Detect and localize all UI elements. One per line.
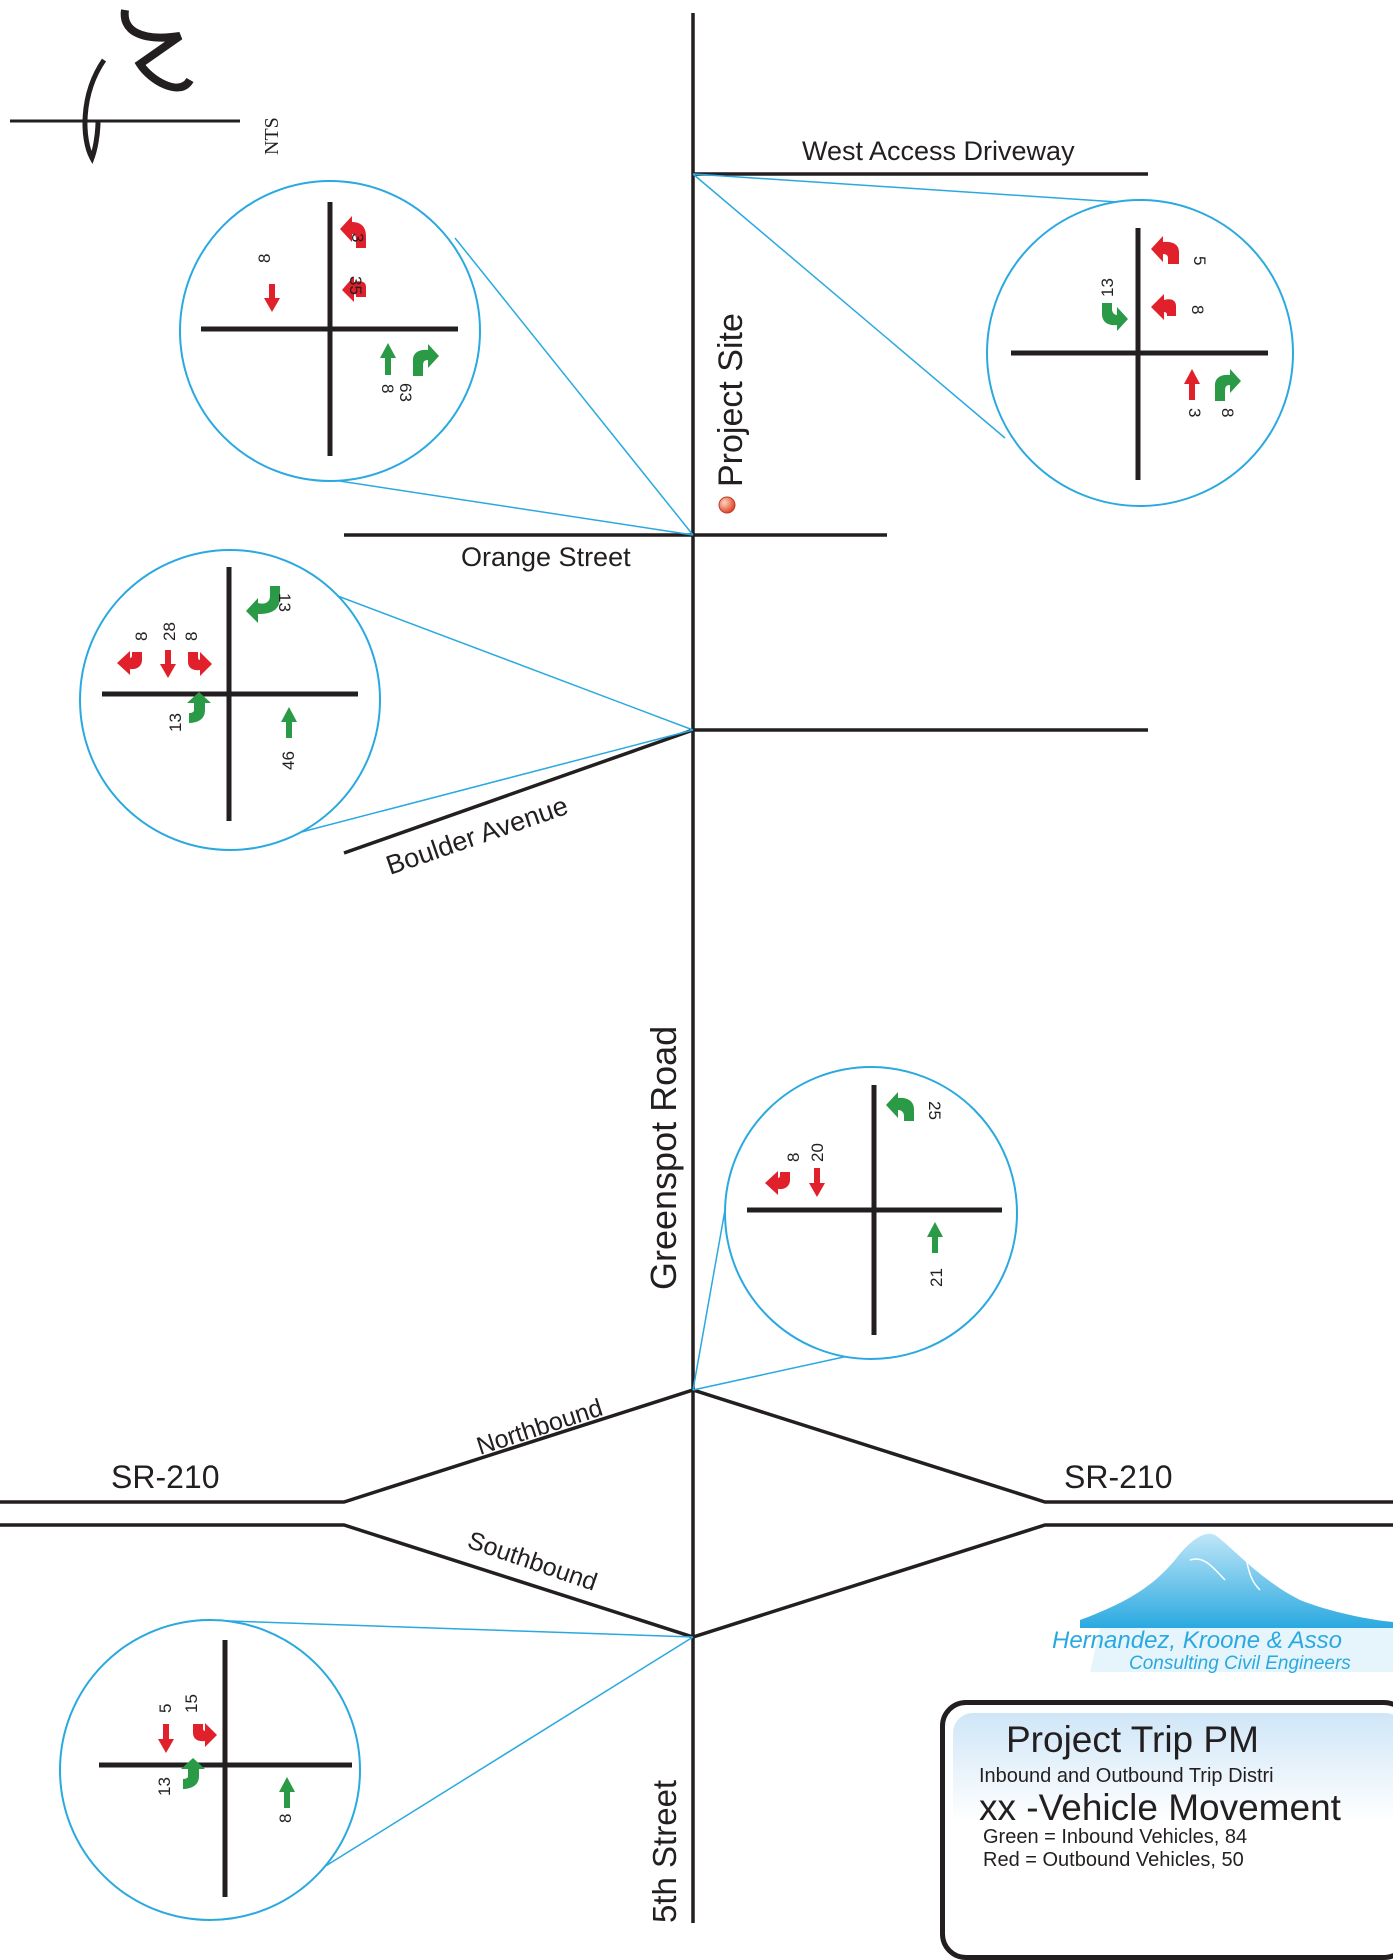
intersection-boulder-callout: [79, 549, 381, 851]
southbound-arrow-icon: [160, 650, 176, 678]
legend-subtitle: Inbound and Outbound Trip Distri: [979, 1765, 1274, 1787]
southbound-arrow-icon: [264, 284, 280, 312]
orange-vol-2: 35: [346, 276, 365, 295]
northbound-label: Northbound: [473, 1394, 606, 1461]
northbound-arrow-icon: [380, 343, 396, 375]
right-turn-arrow-icon: [187, 692, 211, 723]
left-turn-arrow-icon: [246, 586, 280, 623]
west-access-vol-4: 3: [1185, 408, 1204, 417]
orange-movement-arrows: [264, 216, 439, 376]
west-access-movement-arrows: [1102, 236, 1241, 401]
greenspot-road-label: Greenspot Road: [643, 1026, 684, 1290]
left-turn-arrow-icon: [886, 1092, 914, 1121]
legend-red-line: Red = Outbound Vehicles, 50: [983, 1849, 1244, 1871]
company-name: Hernandez, Kroone & Asso: [1052, 1627, 1342, 1654]
sr210-left-label: SR-210: [111, 1459, 220, 1495]
west-access-driveway-label: West Access Driveway: [802, 136, 1075, 166]
right-turn-arrow-icon: [765, 1171, 790, 1195]
northbound-arrow-icon: [1184, 369, 1200, 400]
intersection-northbound-callout: [724, 1066, 1018, 1360]
northbound-vol-2: 20: [808, 1143, 827, 1162]
northbound-vol-1: 8: [784, 1153, 803, 1162]
intersection-west-access-callout: [986, 199, 1294, 507]
nts-label: NTS: [261, 117, 283, 155]
west-access-vol-1: 5: [1190, 256, 1209, 265]
legend-background: [953, 1713, 1393, 1955]
northbound-arrow-icon: [279, 1777, 295, 1808]
boulder-vol-4: 13: [275, 593, 294, 612]
legend-panel: Project Trip PM Inbound and Outbound Tri…: [940, 1700, 1393, 1960]
project-site-marker-icon: [718, 496, 736, 514]
southbound-movement-arrows: [158, 1723, 295, 1808]
left-turn-arrow-icon: [342, 276, 366, 302]
right-turn-arrow-icon: [1215, 369, 1241, 401]
legend-title: Project Trip PM: [1006, 1719, 1259, 1760]
northbound-arrow-icon: [927, 1222, 943, 1253]
left-turn-arrow-icon: [1151, 236, 1179, 264]
right-turn-arrow-icon: [181, 1758, 205, 1789]
west-access-vol-2: 8: [1188, 305, 1207, 314]
southbound-vol-3: 13: [155, 1777, 174, 1796]
boulder-vol-2: 28: [160, 622, 179, 641]
legend-green-line: Green = Inbound Vehicles, 84: [983, 1826, 1248, 1848]
boulder-vol-5: 13: [166, 713, 185, 732]
northbound-vol-3: 25: [925, 1101, 944, 1120]
boulder-vol-3: 8: [182, 632, 201, 641]
boulder-vol-6: 46: [279, 751, 298, 770]
orange-vol-3: 8: [255, 254, 274, 263]
fifth-street-label: 5th Street: [646, 1780, 683, 1923]
right-turn-arrow-icon: [117, 651, 142, 675]
west-access-vol-5: 8: [1218, 408, 1237, 417]
west-access-vol-3: 13: [1098, 278, 1117, 297]
northbound-movement-arrows: [765, 1092, 943, 1253]
intersection-southbound-callout: [59, 1619, 361, 1921]
boulder-avenue-line: [343, 728, 694, 855]
southbound-arrow-icon: [158, 1724, 174, 1753]
boulder-movement-arrows: [117, 586, 297, 738]
north-arrow-icon: [10, 9, 240, 164]
orange-vol-5: 63: [396, 383, 415, 402]
legend-title-2: xx -Vehicle Movement: [979, 1787, 1341, 1828]
intersection-orange-callout: [179, 180, 481, 482]
right-turn-arrow-icon: [1102, 303, 1128, 331]
left-turn-arrow-icon: [193, 1723, 217, 1747]
boulder-vol-1: 8: [132, 632, 151, 641]
left-turn-arrow-icon: [188, 652, 212, 676]
southbound-vol-4: 8: [276, 1814, 295, 1823]
orange-street-label: Orange Street: [461, 542, 631, 572]
left-turn-arrow-icon: [1151, 294, 1176, 320]
southbound-vol-1: 5: [156, 1704, 175, 1713]
orange-vol-1: 3: [348, 233, 367, 242]
southbound-vol-2: 15: [182, 1694, 201, 1713]
sr210-right-label: SR-210: [1064, 1459, 1173, 1495]
company-subtitle: Consulting Civil Engineers: [1129, 1653, 1351, 1674]
southbound-arrow-icon: [809, 1168, 825, 1197]
company-logo-icon: [1080, 1533, 1393, 1672]
northbound-vol-4: 21: [927, 1268, 946, 1287]
callout-leaders: [199, 173, 1149, 1911]
right-turn-arrow-icon: [413, 344, 439, 376]
northbound-arrow-icon: [281, 707, 297, 738]
project-site-label: Project Site: [712, 313, 750, 487]
orange-vol-4: 8: [378, 384, 397, 393]
left-turn-arrow-icon: [340, 216, 366, 248]
